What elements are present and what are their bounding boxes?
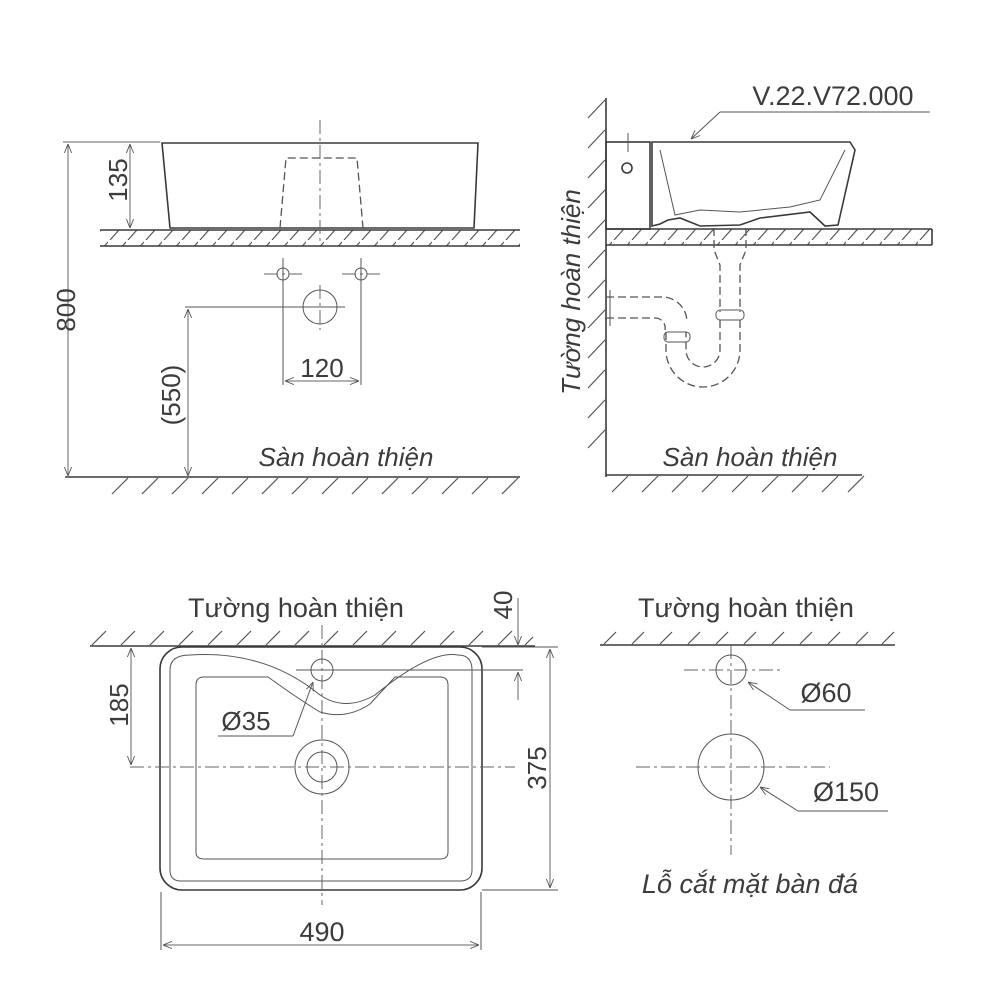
plan-view: Tường hoàn thiện 40 185 375 490 Ø35 <box>90 591 558 950</box>
dim-text-490: 490 <box>299 917 344 947</box>
floor-label: Sàn hoàn thiện <box>663 442 838 472</box>
dim-text-tap-hole: Ø35 <box>221 706 270 736</box>
p-trap <box>606 228 747 388</box>
wall-label: Tường hoàn thiện <box>188 593 404 623</box>
basin-outer-rim <box>159 646 483 891</box>
bowl-hidden-line <box>279 157 364 229</box>
dim-text-40: 40 <box>488 591 518 620</box>
dim-text-550: (550) <box>156 365 186 426</box>
wall-label: Tường hoàn thiện <box>638 593 854 623</box>
wall-tap-holes <box>264 258 380 385</box>
side-elevation-view: V.22.V72.000 Tường hoàn thiện Sàn hoàn t… <box>556 81 933 493</box>
dim-text-120: 120 <box>300 353 343 383</box>
bowl-outline <box>195 676 449 860</box>
basin-section <box>605 133 856 230</box>
wall-label: Tường hoàn thiện <box>556 189 586 395</box>
cutout-caption: Lỗ cắt mặt bàn đá <box>642 868 858 899</box>
basin-front-outline <box>161 142 479 229</box>
cutout-view: Tường hoàn thiện Ø60 Ø150 Lỗ cắt mặt bàn… <box>600 593 895 899</box>
floor-label: Sàn hoàn thiện <box>259 442 434 472</box>
model-code-label: V.22.V72.000 <box>752 81 913 111</box>
front-elevation-view: 800 135 (550) 120 Sàn hoàn thiện <box>51 120 520 495</box>
dim-text-375: 375 <box>522 746 552 789</box>
dim-text-tap-cutout: Ø60 <box>800 678 851 708</box>
basin-inner-rim <box>169 654 473 882</box>
dim-text-basin-cutout: Ø150 <box>813 777 879 807</box>
countertop-hatch <box>100 230 520 246</box>
dim-text-135: 135 <box>103 158 133 201</box>
overflow-hole <box>621 162 633 174</box>
dim-text-800: 800 <box>51 288 81 331</box>
dim-text-185: 185 <box>104 683 134 726</box>
